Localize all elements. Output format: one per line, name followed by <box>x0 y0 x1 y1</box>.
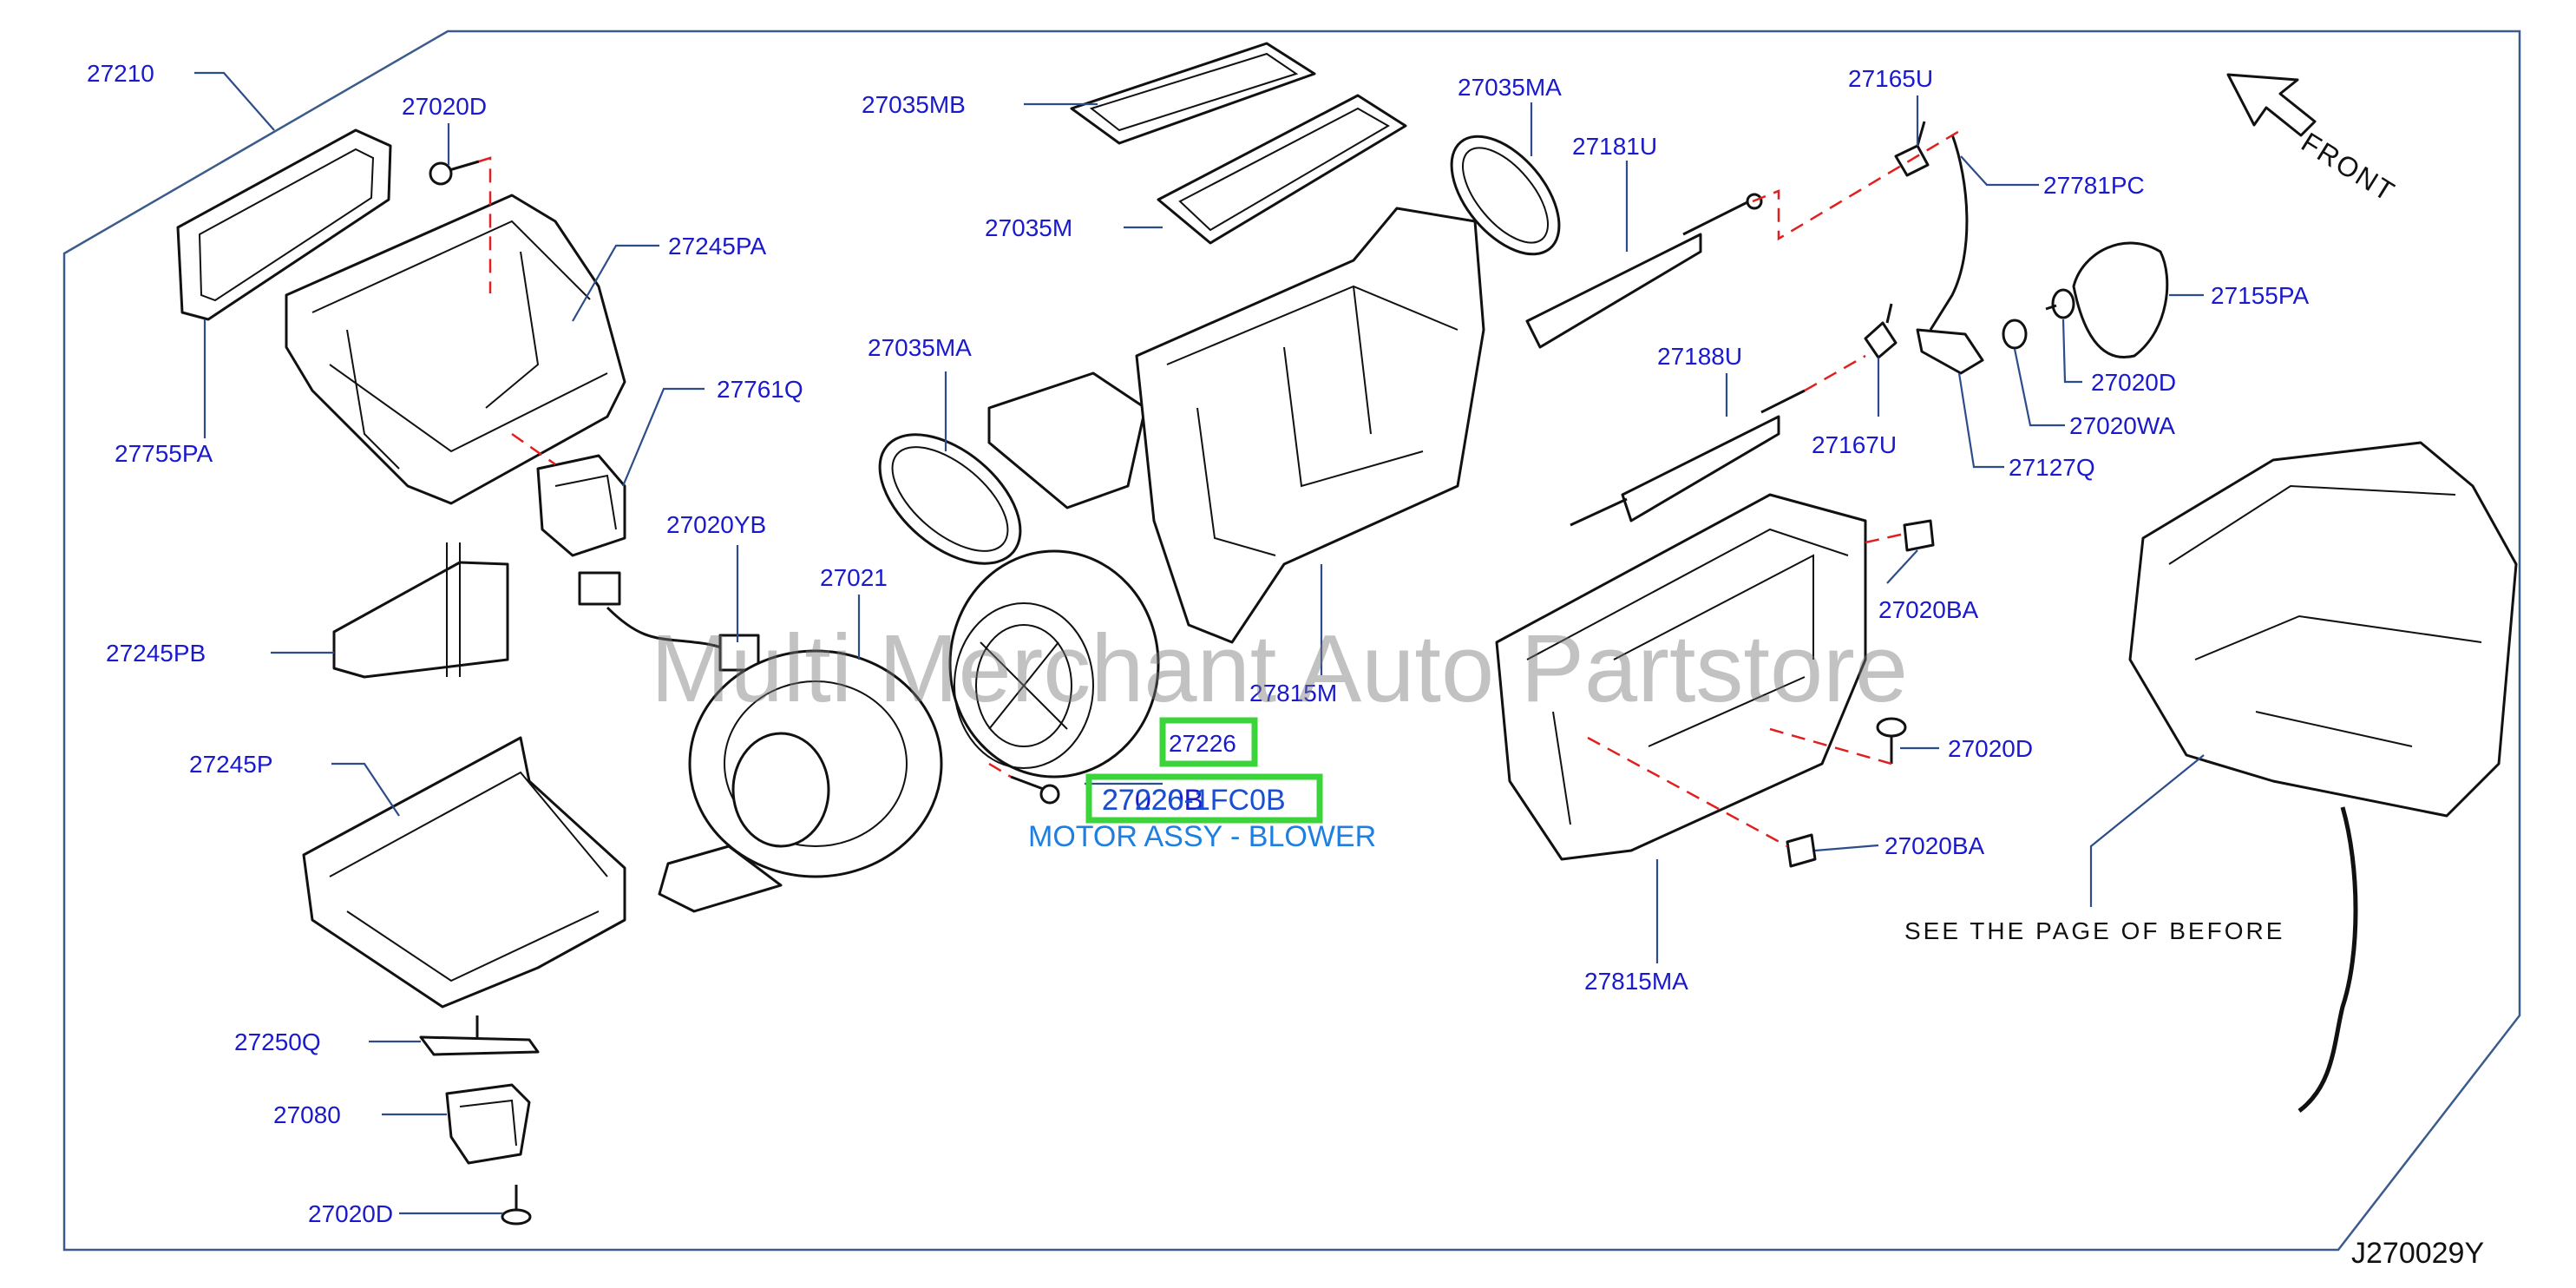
part-lower-case-27815ma <box>1495 493 1867 861</box>
part-clip-27020ba-bottom <box>1786 833 1817 868</box>
part-lower-case-27245p <box>302 736 626 1009</box>
diagram-frame <box>62 30 2521 1252</box>
label-27020d-a: 27020D <box>402 93 487 120</box>
label-27210: 27210 <box>87 60 154 87</box>
label-27021: 27021 <box>820 564 888 591</box>
highlight-overlay-under: 27020B <box>1102 784 1203 817</box>
part-screw-27020d-right <box>2045 288 2075 319</box>
part-seal-27035ma-left <box>878 433 1022 565</box>
part-washer-27020wa <box>2002 319 2028 350</box>
part-harness-27020yb <box>578 571 760 672</box>
label-27080: 27080 <box>273 1101 341 1128</box>
part-blower-motor-27226 <box>948 549 1160 779</box>
label-27020wa: 27020WA <box>2069 412 2175 439</box>
highlight-overlay-code[interactable]: 27226-1FC0B <box>1102 784 1286 817</box>
label-27250q: 27250Q <box>234 1028 321 1055</box>
label-27188u: 27188U <box>1657 343 1742 370</box>
watermark-text: Multi Merchant Auto Partstore <box>651 615 1908 722</box>
part-link-27127q <box>1916 328 1984 375</box>
part-actuator-27080 <box>445 1083 531 1165</box>
label-27755pa: 27755PA <box>115 440 213 467</box>
label-27020yb: 27020YB <box>666 511 766 538</box>
part-sensor-27167u <box>1864 303 1898 359</box>
label-27127q: 27127Q <box>2009 454 2095 481</box>
assembly-line-5 <box>1804 354 1866 392</box>
label-27181u: 27181U <box>1572 133 1657 160</box>
highlight-part-number: 27226 <box>1169 730 1236 757</box>
part-clip-27020ba-top <box>1903 519 1935 552</box>
label-27245pa: 27245PA <box>668 233 766 260</box>
label-27165u: 27165U <box>1848 65 1933 92</box>
front-label: FRONT <box>2296 126 2401 207</box>
label-27167u: 27167U <box>1812 431 1897 458</box>
diagram-code: J270029Y <box>2351 1237 2484 1270</box>
part-wire-27781pc <box>1929 134 1969 331</box>
label-27035mb: 27035MB <box>862 91 966 118</box>
part-scroll-housing-27021 <box>658 649 943 913</box>
assembly-line-2 <box>511 432 556 466</box>
leader-27020d-c <box>2061 319 2082 384</box>
part-intake-housing-27245pa <box>285 194 626 505</box>
label-27020d-b: 27020D <box>308 1200 393 1227</box>
label-27815m: 27815M <box>1249 680 1337 706</box>
part-gasket-27755pa <box>176 128 392 321</box>
part-screw-27020d-mid <box>1876 717 1907 764</box>
label-27245p: 27245P <box>189 751 273 778</box>
label-27035m: 27035M <box>985 214 1072 241</box>
highlight-box-27226[interactable] <box>1159 717 1258 767</box>
part-screw-27020d-top <box>429 160 480 186</box>
label-27035ma-a: 27035MA <box>868 334 972 361</box>
leader-27127q <box>1957 372 2004 469</box>
front-arrow-icon <box>2226 73 2317 137</box>
leader-27781pc <box>1960 155 2039 187</box>
part-filter-27035mb <box>1070 42 1316 145</box>
assembly-line-1 <box>478 156 492 293</box>
part-cover-27155pa <box>2072 241 2169 358</box>
label-27020ba-b: 27020BA <box>1884 832 1985 859</box>
reference-note: SEE THE PAGE OF BEFORE <box>1904 917 2284 944</box>
label-27761q: 27761Q <box>717 376 803 403</box>
part-duct <box>987 371 1147 509</box>
label-27020ba-a: 27020BA <box>1878 596 1979 623</box>
label-27020d-c: 27020D <box>2091 369 2176 396</box>
part-filter-27035m <box>1157 94 1407 245</box>
assembly-line-7 <box>1587 736 1788 848</box>
label-27815ma: 27815MA <box>1584 968 1688 995</box>
part-door-27245pb <box>332 542 509 679</box>
leader-27245p <box>331 762 400 817</box>
assembly-line-3 <box>988 762 1012 779</box>
leader-27245pa <box>572 244 659 322</box>
part-heater-core-27181u <box>1525 193 1763 349</box>
leader-see-page <box>2089 754 2205 907</box>
label-27020d-d: 27020D <box>1948 735 2033 762</box>
part-lever-27250q <box>419 1015 540 1056</box>
label-27035ma-b: 27035MA <box>1458 74 1562 101</box>
part-resistor-27761q <box>536 454 626 557</box>
leader-27210 <box>194 71 275 131</box>
leader-27020ba-a <box>1886 549 1918 584</box>
assembly-line-6 <box>1865 532 1905 544</box>
highlight-description: MOTOR ASSY - BLOWER <box>1028 820 1376 853</box>
label-27245pb: 27245PB <box>106 640 206 667</box>
leader-27020ba-b <box>1814 844 1879 852</box>
leader-27761q <box>621 387 705 487</box>
assembly-line-4 <box>1752 128 1962 241</box>
label-27155pa: 27155PA <box>2211 282 2309 309</box>
highlight-box-motor-code[interactable] <box>1085 773 1323 824</box>
leader-27020wa <box>2013 348 2065 427</box>
part-upper-case-27815m <box>1135 207 1485 644</box>
part-evaporator-27188u <box>1570 389 1806 527</box>
part-sensor-27165u <box>1894 121 1930 177</box>
part-complete-heater-unit <box>2128 441 2518 1113</box>
label-27781pc: 27781PC <box>2043 172 2145 199</box>
part-screw-27020b <box>1010 775 1060 805</box>
part-screw-27020d-bottom <box>501 1185 532 1226</box>
